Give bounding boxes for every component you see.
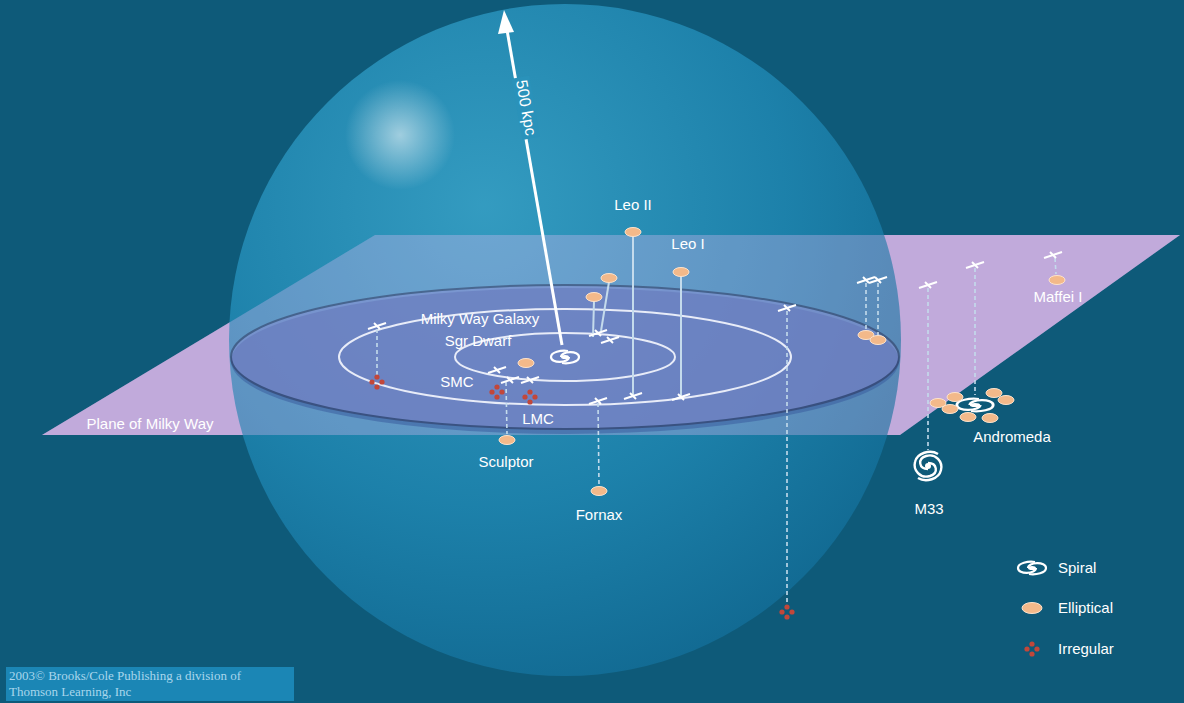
legend-text: Spiral — [1058, 560, 1096, 577]
galaxy-name: M33 — [914, 501, 943, 518]
plane-label: Plane of Milky Way — [87, 416, 214, 433]
legend-text: Irregular — [1058, 641, 1114, 658]
legend-elliptical-sample — [1022, 603, 1042, 614]
galaxy-name: Sgr Dwarf — [445, 333, 512, 350]
galaxy-name: SMC — [440, 374, 473, 391]
galaxy-name: Leo I — [671, 236, 704, 253]
legend-spiral-sample — [1018, 562, 1046, 575]
legend-text: Elliptical — [1058, 600, 1113, 617]
galaxy-name: Fornax — [576, 507, 623, 524]
galaxy-name: LMC — [522, 411, 554, 428]
galaxy-name: Leo II — [614, 197, 652, 214]
galaxy-name: Sculptor — [478, 454, 533, 471]
legend-irregular-sample — [1024, 641, 1039, 656]
galaxy-name: Milky Way Galaxy — [421, 311, 540, 328]
galaxy-name: Andromeda — [973, 429, 1051, 446]
copyright-notice: 2003© Brooks/Cole Publishing a division … — [6, 667, 294, 701]
galaxy-name: Maffei I — [1034, 289, 1083, 306]
